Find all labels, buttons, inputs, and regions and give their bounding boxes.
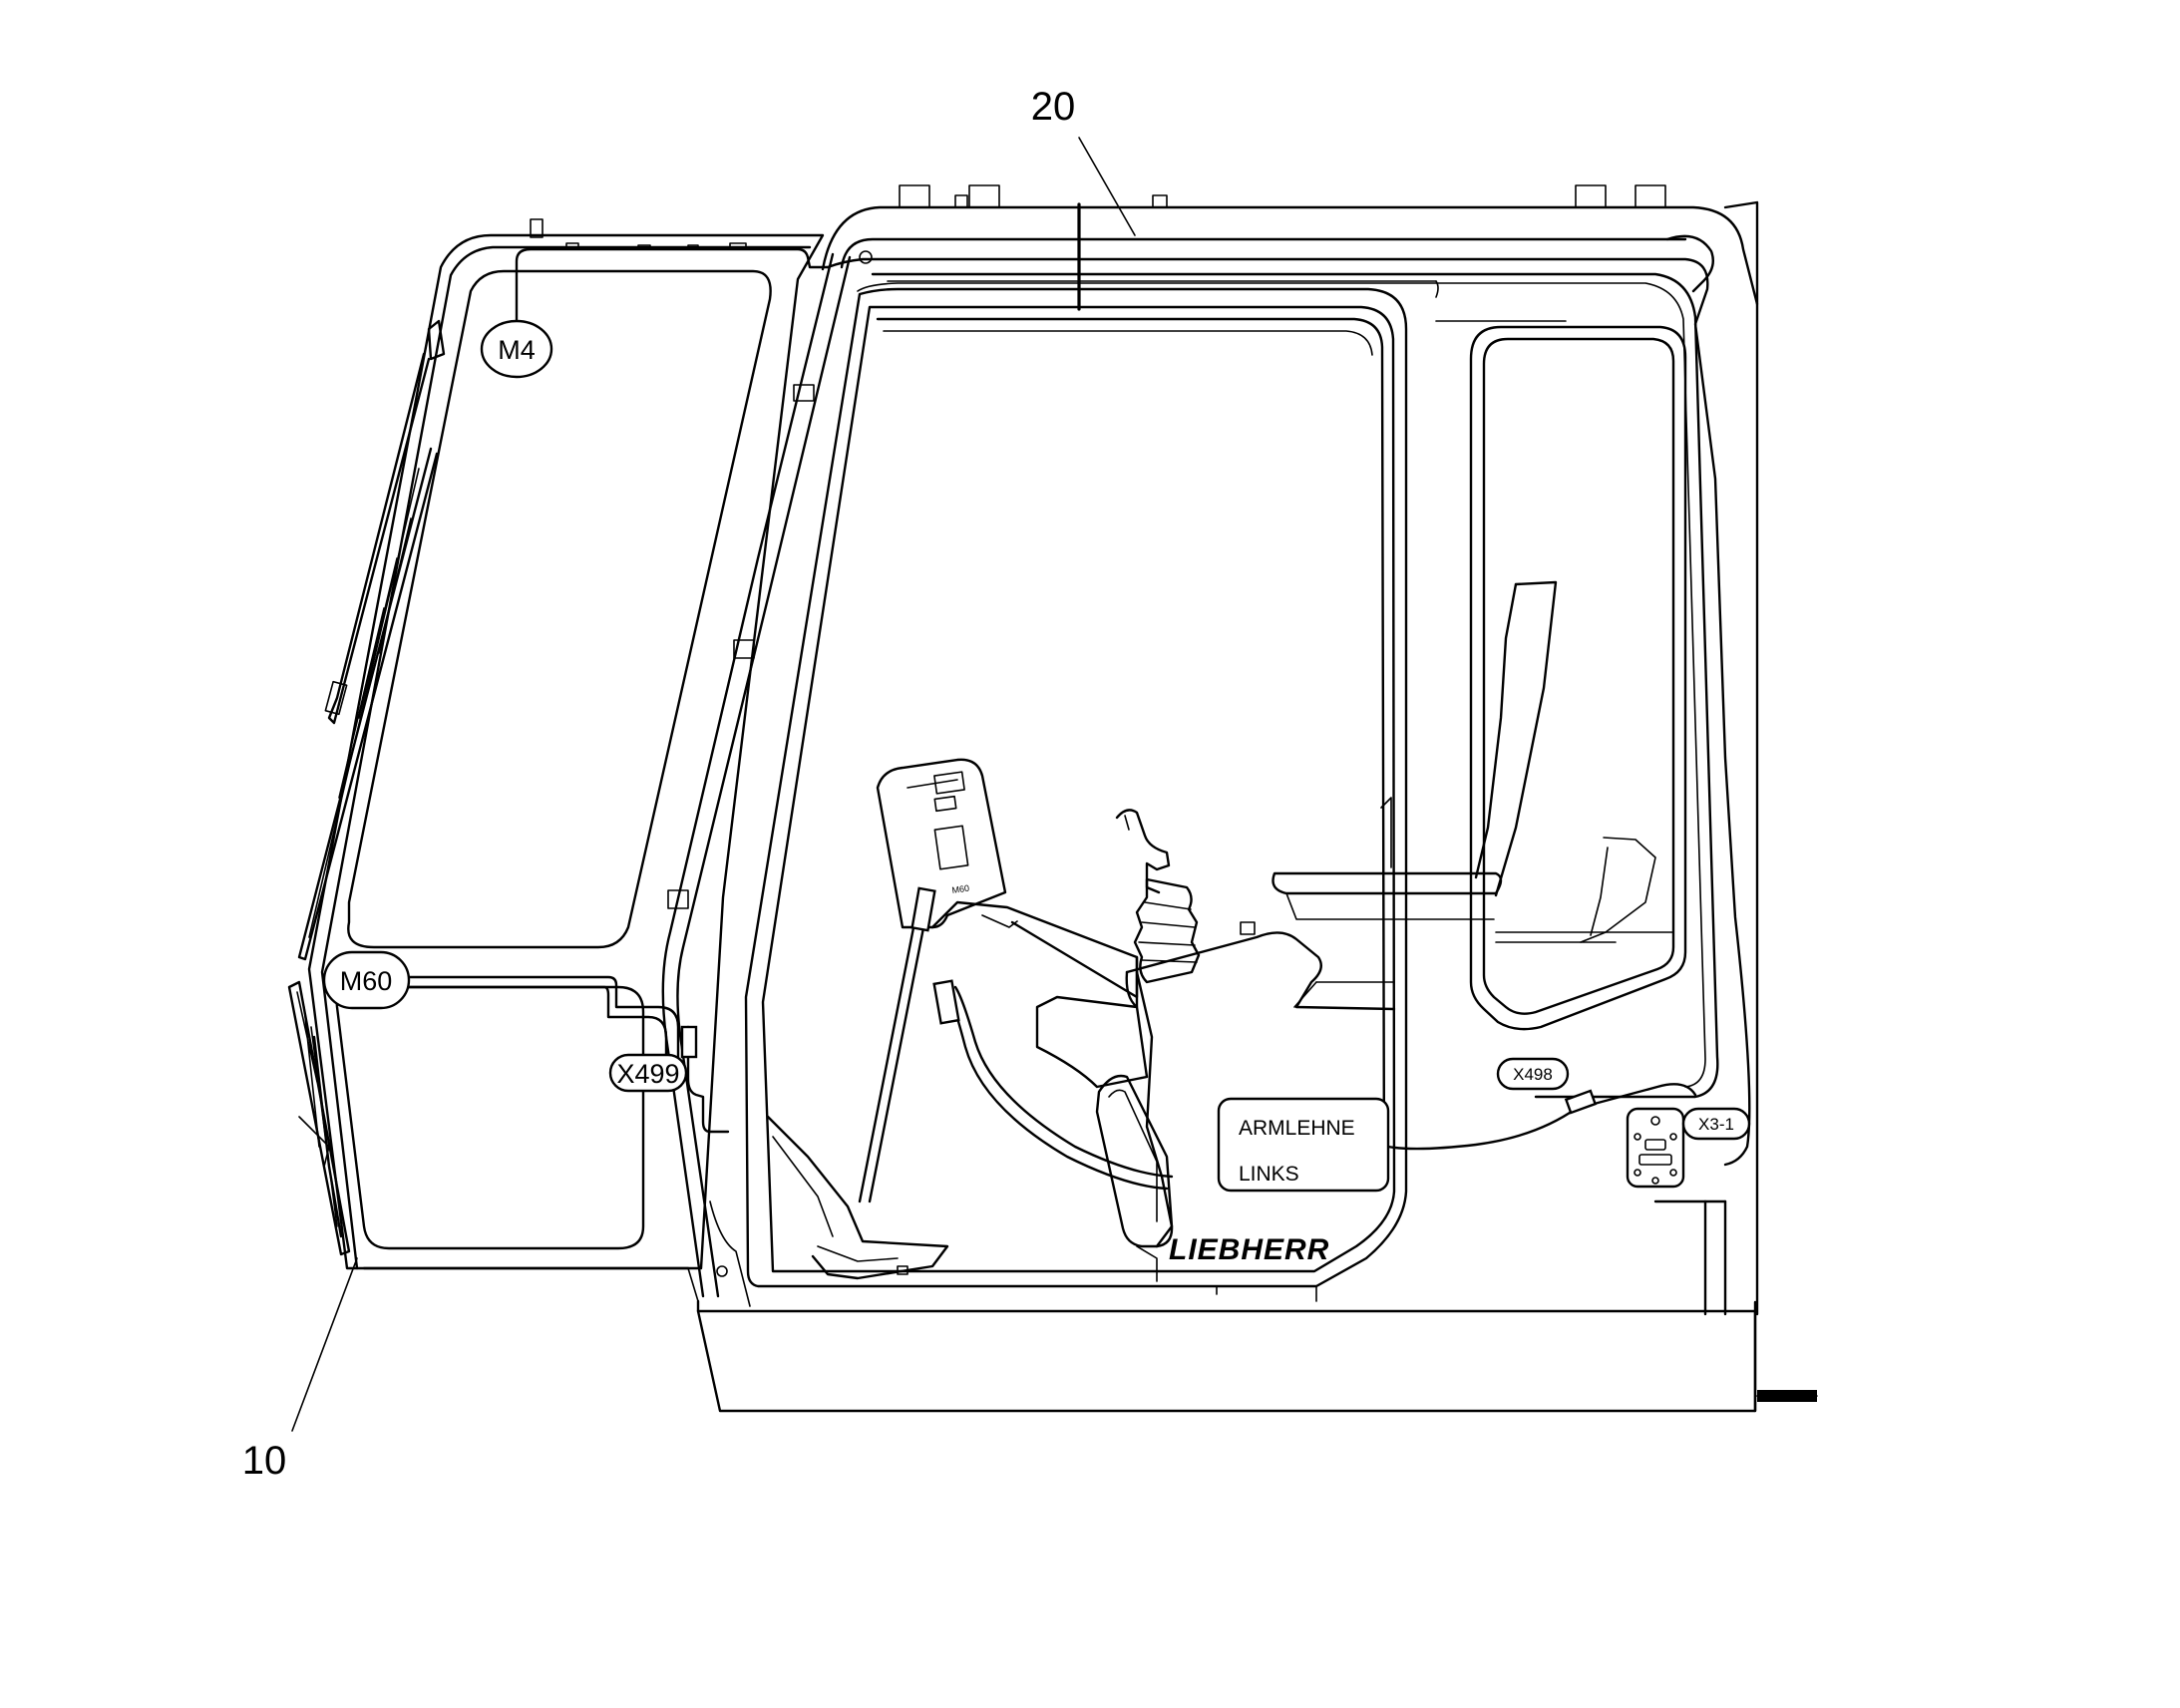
display-model-text: M60 — [951, 883, 970, 895]
left-control-console: M60 — [766, 758, 1396, 1282]
connector-x499: X499 — [608, 1053, 688, 1093]
connector-x498: X498 — [1496, 1057, 1570, 1091]
cab-door — [744, 287, 1687, 1302]
armrest-label-box: ARMLEHNE LINKS — [1217, 1097, 1390, 1193]
operator-seat — [1272, 580, 1656, 943]
x498-plug — [1564, 1089, 1598, 1115]
wiring-harness — [407, 202, 1751, 1167]
cab-base — [696, 1299, 1818, 1413]
x3-1-connector-plate — [1626, 1107, 1685, 1189]
brand-logo: LIEBHERR — [1169, 1233, 1329, 1266]
wiper-lower — [287, 980, 351, 1256]
connector-m60: M60 — [322, 950, 411, 1010]
connector-x3-1: X3-1 — [1681, 1107, 1751, 1141]
wiper-upper — [297, 319, 446, 961]
connector-x3-1-label: X3-1 — [1698, 1115, 1734, 1134]
armrest-label-line1: ARMLEHNE — [1239, 1117, 1355, 1140]
connector-x498-label: X498 — [1513, 1065, 1553, 1084]
connector-m4-label: M4 — [498, 335, 536, 365]
callout-10: 10 — [242, 1439, 287, 1483]
connector-m4: M4 — [480, 319, 553, 379]
connector-m60-label: M60 — [340, 966, 393, 996]
callout-leaders — [291, 137, 1136, 1432]
x499-plug — [680, 1025, 698, 1059]
armrest-label-line2: LINKS — [1239, 1163, 1299, 1186]
callout-20: 20 — [1031, 85, 1076, 129]
connector-x499-label: X499 — [616, 1059, 679, 1089]
